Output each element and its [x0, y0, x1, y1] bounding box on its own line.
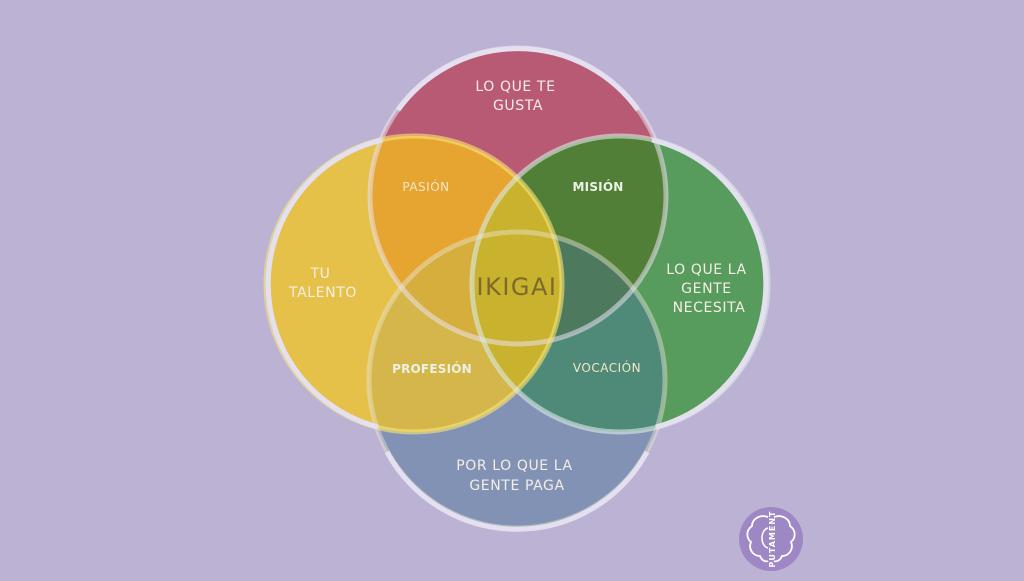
putament-logo: PUTAMENT — [739, 507, 803, 571]
label-ikigai: IKIGAI — [477, 273, 558, 301]
label-mision: MISIÓN — [573, 179, 624, 194]
label-pasion: PASIÓN — [402, 179, 449, 194]
rim-right — [651, 137, 769, 430]
label-lo-que-la-gente-necesita: LO QUE LA GENTE NECESITA — [666, 262, 752, 316]
rim-top — [395, 46, 641, 112]
label-tu-talento: TU TALENTO — [288, 266, 357, 301]
region-top-bottom-left — [370, 232, 562, 344]
label-vocacion: VOCACIÓN — [573, 360, 641, 375]
rim-left — [265, 137, 383, 430]
head-outline-icon — [746, 515, 796, 563]
logo-text: PUTAMENT — [768, 511, 777, 568]
label-profesion: PROFESIÓN — [392, 361, 472, 376]
label-lo-que-te-gusta: LO QUE TE GUSTA — [475, 79, 560, 114]
brain-detail-icon — [761, 527, 769, 549]
label-por-lo-que-la-gente-paga: POR LO QUE LA GENTE PAGA — [456, 458, 578, 494]
region-center-ikigai — [472, 136, 562, 432]
rim-bottom — [384, 450, 650, 532]
region-top-bottom-right — [472, 232, 665, 344]
